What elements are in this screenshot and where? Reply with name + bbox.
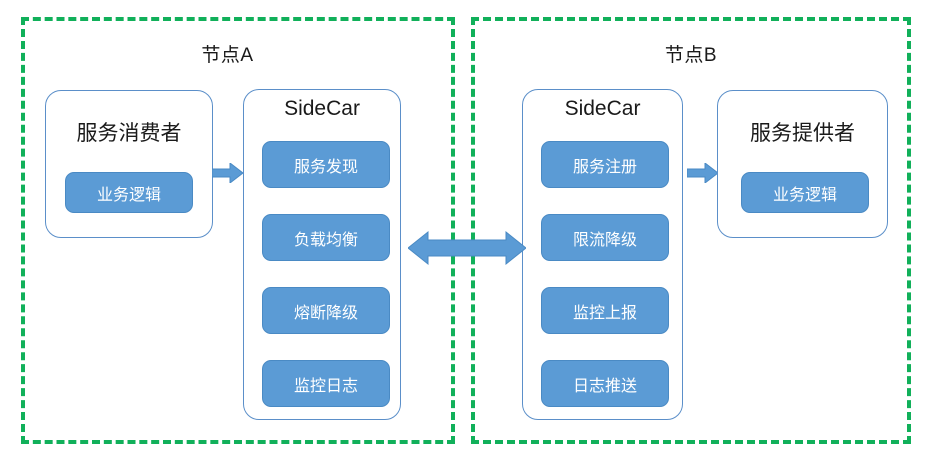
sidecar-a-chip-service-discovery[interactable]: 服务发现 <box>262 141 390 188</box>
service-provider-label: 服务提供者 <box>750 122 855 145</box>
service-consumer-box[interactable]: 服务消费者 <box>45 90 213 238</box>
sidecar-a-box[interactable]: SideCar 服务发现 负载均衡 熔断降级 监控日志 <box>243 89 401 420</box>
provider-business-logic-chip[interactable]: 业务逻辑 <box>741 172 869 213</box>
service-consumer-label: 服务消费者 <box>76 122 182 145</box>
sidecar-b-chip-rate-limit-degrade[interactable]: 限流降级 <box>541 214 669 261</box>
sidecar-a-chip-monitor-log[interactable]: 监控日志 <box>262 360 390 407</box>
sidecar-a-chip-circuit-breaker[interactable]: 熔断降级 <box>262 287 390 334</box>
sidecar-b-chip-monitor-report[interactable]: 监控上报 <box>541 287 669 334</box>
sidecar-b-box[interactable]: SideCar 服务注册 限流降级 监控上报 日志推送 <box>522 89 683 420</box>
node-a-boundary <box>21 17 455 444</box>
sidecar-to-sidecar-bidirectional-arrow-icon <box>407 226 527 270</box>
node-b-title: 节点B <box>664 45 718 66</box>
node-b-boundary <box>471 17 911 444</box>
sidecar-a-label: SideCar <box>284 97 360 120</box>
service-provider-box[interactable]: 服务提供者 <box>717 90 888 238</box>
sidecar-b-label: SideCar <box>564 97 641 120</box>
sidecar-b-chip-log-push[interactable]: 日志推送 <box>541 360 669 407</box>
consumer-to-sidecar-arrow-icon <box>211 161 244 185</box>
sidecar-to-provider-arrow-icon <box>686 161 719 185</box>
node-a-title: 节点A <box>201 45 254 66</box>
consumer-business-logic-chip[interactable]: 业务逻辑 <box>65 172 193 213</box>
sidecar-a-chip-load-balancing[interactable]: 负载均衡 <box>262 214 390 261</box>
sidecar-b-chip-service-registration[interactable]: 服务注册 <box>541 141 669 188</box>
